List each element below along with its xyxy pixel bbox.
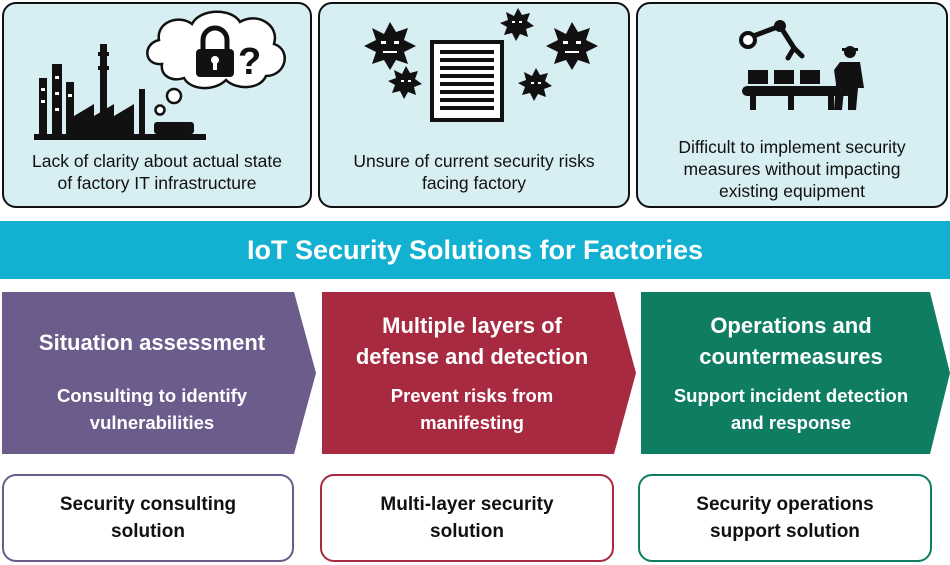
step-subtitle: Support incident detection and response: [673, 385, 909, 433]
step-title: Situation assessment: [38, 330, 266, 355]
challenge-text: Difficult to implement security measures…: [678, 137, 906, 201]
step-title: Multiple layers of defense and detection: [355, 313, 589, 369]
challenge-text: Unsure of current security risks facing …: [353, 151, 595, 193]
security-operations-solution: Security operations support solution: [638, 474, 932, 562]
virus-server-icon: [364, 8, 598, 122]
robot-arm-worker-icon: [739, 20, 864, 110]
security-consulting-solution: Security consulting solution: [2, 474, 294, 562]
svg-text:?: ?: [238, 41, 261, 83]
challenge-text: Lack of clarity about actual state of fa…: [32, 151, 282, 193]
step-multiple-layers: Multiple layers of defense and detection…: [322, 292, 640, 454]
factory-lock-icon: ?: [34, 10, 286, 140]
challenge-card-equipment: Difficult to implement security measures…: [636, 2, 948, 208]
step-subtitle: Prevent risks from manifesting: [390, 385, 554, 433]
solutions-banner: IoT Security Solutions for Factories: [0, 221, 950, 279]
challenge-card-factory: ? Lack of clarity about actual state of …: [2, 2, 312, 208]
step-subtitle: Consulting to identify vulnerabilities: [56, 385, 248, 433]
step-operations: Operations and countermeasures Support i…: [641, 292, 950, 454]
multi-layer-security-solution: Multi-layer security solution: [320, 474, 614, 562]
step-title: Operations and countermeasures: [699, 313, 883, 369]
challenge-card-risks: Unsure of current security risks facing …: [318, 2, 630, 208]
step-situation-assessment: Situation assessment Consulting to ident…: [2, 292, 320, 454]
